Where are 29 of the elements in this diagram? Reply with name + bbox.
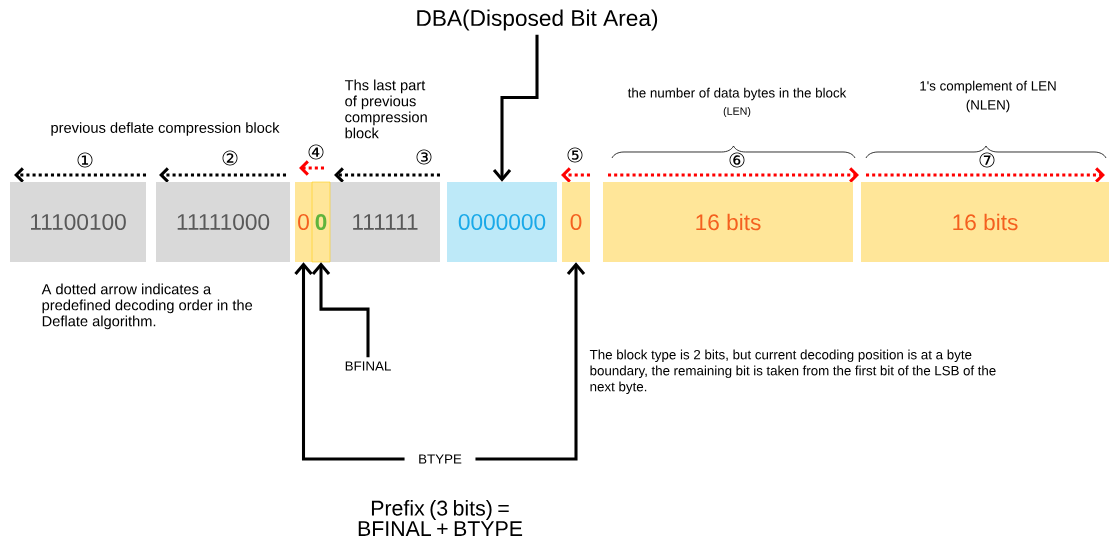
bit-box: 11100100 [10, 182, 146, 262]
label-text: (LEN) [723, 107, 751, 117]
bit-box: 0 [562, 182, 590, 262]
bit-box: 0000000 [447, 182, 557, 262]
arrow [311, 262, 370, 358]
label-text: 1's complement of LEN [920, 80, 1056, 94]
label-text: Ths last part of previous compression block [344, 79, 427, 139]
node-label: 0 [298, 213, 309, 231]
note-text: A dotted arrow indicates a predefined decoding order in the Deflate algorithm. [41, 283, 253, 330]
bit-label: BTYPE [419, 454, 462, 464]
arrow [492, 34, 539, 182]
note-text: The block type is 2 bits, but current decoding position is at a byte boundary, the remaining bit is taken from the first bit of the LSB of the next byte. [589, 349, 996, 394]
bit-box: 0 [311, 181, 331, 263]
label-text: the number of data bytes in the block [627, 87, 847, 101]
label-text: (NLEN) [966, 99, 1010, 113]
step-number: ④ [308, 144, 324, 160]
step-number: ⑤ [567, 147, 583, 163]
label-text: previous deflate compression block [51, 122, 280, 136]
arrow [475, 262, 586, 461]
step-number: ③ [416, 149, 432, 165]
field-box: 16 bits [603, 182, 853, 262]
field-box: 16 bits [861, 182, 1109, 262]
bit-box: 11111000 [156, 182, 290, 262]
arrow [294, 262, 405, 461]
formula-text: Prefix (3 bits) = BFINAL + BTYPE [358, 500, 523, 536]
bit-box: 111111 [330, 182, 440, 262]
bit-label: BFINAL [345, 361, 391, 371]
title-text: DBA(Disposed Bit Area) [417, 9, 658, 31]
step-number: ② [222, 150, 238, 166]
